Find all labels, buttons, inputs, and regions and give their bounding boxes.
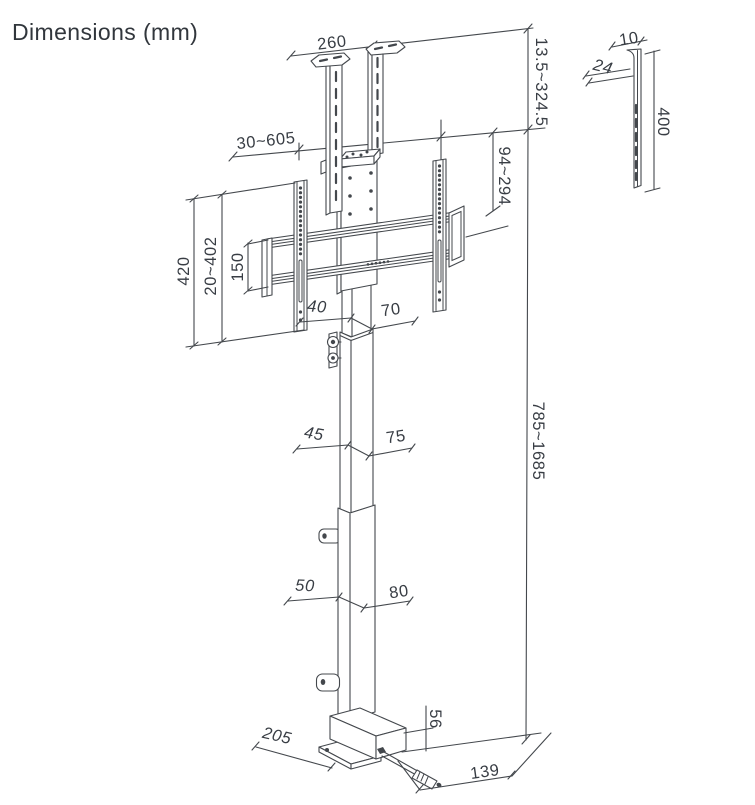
dim-label-24: 24 bbox=[590, 56, 614, 78]
dim-label-13-5-324-5: 13.5~324.5 bbox=[532, 37, 550, 126]
dim-label-30-605: 30~605 bbox=[236, 129, 297, 153]
tension-clamp bbox=[326, 331, 342, 369]
dim-label-45: 45 bbox=[303, 423, 326, 444]
ceiling-plate-right bbox=[365, 40, 406, 56]
dimension-lines-back bbox=[228, 23, 546, 745]
dim-label-70: 70 bbox=[380, 300, 402, 321]
dim-label-20-402: 20~402 bbox=[202, 236, 220, 295]
page-title: Dimensions (mm) bbox=[12, 19, 198, 45]
leveling-screw bbox=[377, 747, 442, 790]
dim-label-139: 139 bbox=[469, 761, 501, 783]
dimension-labels: 260 13.5~324.5 10 24 400 30~605 94~294 4… bbox=[175, 29, 672, 783]
pole-mid-tube bbox=[339, 328, 374, 514]
ceiling-rail-right bbox=[365, 40, 406, 158]
dim-label-420: 420 bbox=[175, 256, 193, 285]
ceiling-rail-left bbox=[310, 52, 351, 216]
top-clamp-box bbox=[339, 148, 381, 168]
dim-label-40: 40 bbox=[307, 297, 328, 316]
dim-label-260: 260 bbox=[316, 32, 347, 53]
crossbar-endcap-left bbox=[261, 237, 273, 298]
crossbar-endcap-right bbox=[448, 205, 465, 268]
dim-label-75: 75 bbox=[385, 427, 407, 448]
dim-label-400: 400 bbox=[654, 107, 672, 136]
floor-base bbox=[318, 707, 542, 790]
dim-label-94-294: 94~294 bbox=[495, 146, 513, 205]
pole-lower-tube bbox=[337, 504, 376, 720]
dim-label-10: 10 bbox=[618, 29, 640, 50]
dim-label-785-1685: 785~1685 bbox=[529, 402, 547, 481]
vesa-rail-right bbox=[432, 158, 447, 313]
ceiling-plate-left bbox=[310, 52, 351, 68]
dim-label-56: 56 bbox=[426, 709, 444, 729]
cable-clip-lower bbox=[315, 673, 341, 692]
base-foot-plate bbox=[318, 738, 382, 770]
dim-label-150: 150 bbox=[229, 252, 247, 281]
vesa-rail-left bbox=[293, 179, 308, 333]
rail-side-clip bbox=[320, 159, 327, 175]
dim-label-50: 50 bbox=[295, 577, 315, 596]
dimension-lines-front bbox=[185, 182, 552, 794]
ground-line bbox=[401, 732, 542, 753]
dim-label-80: 80 bbox=[388, 582, 410, 603]
side-profile-view bbox=[582, 36, 661, 193]
crossbar-lower bbox=[266, 248, 456, 286]
dim-label-205: 205 bbox=[260, 724, 294, 748]
